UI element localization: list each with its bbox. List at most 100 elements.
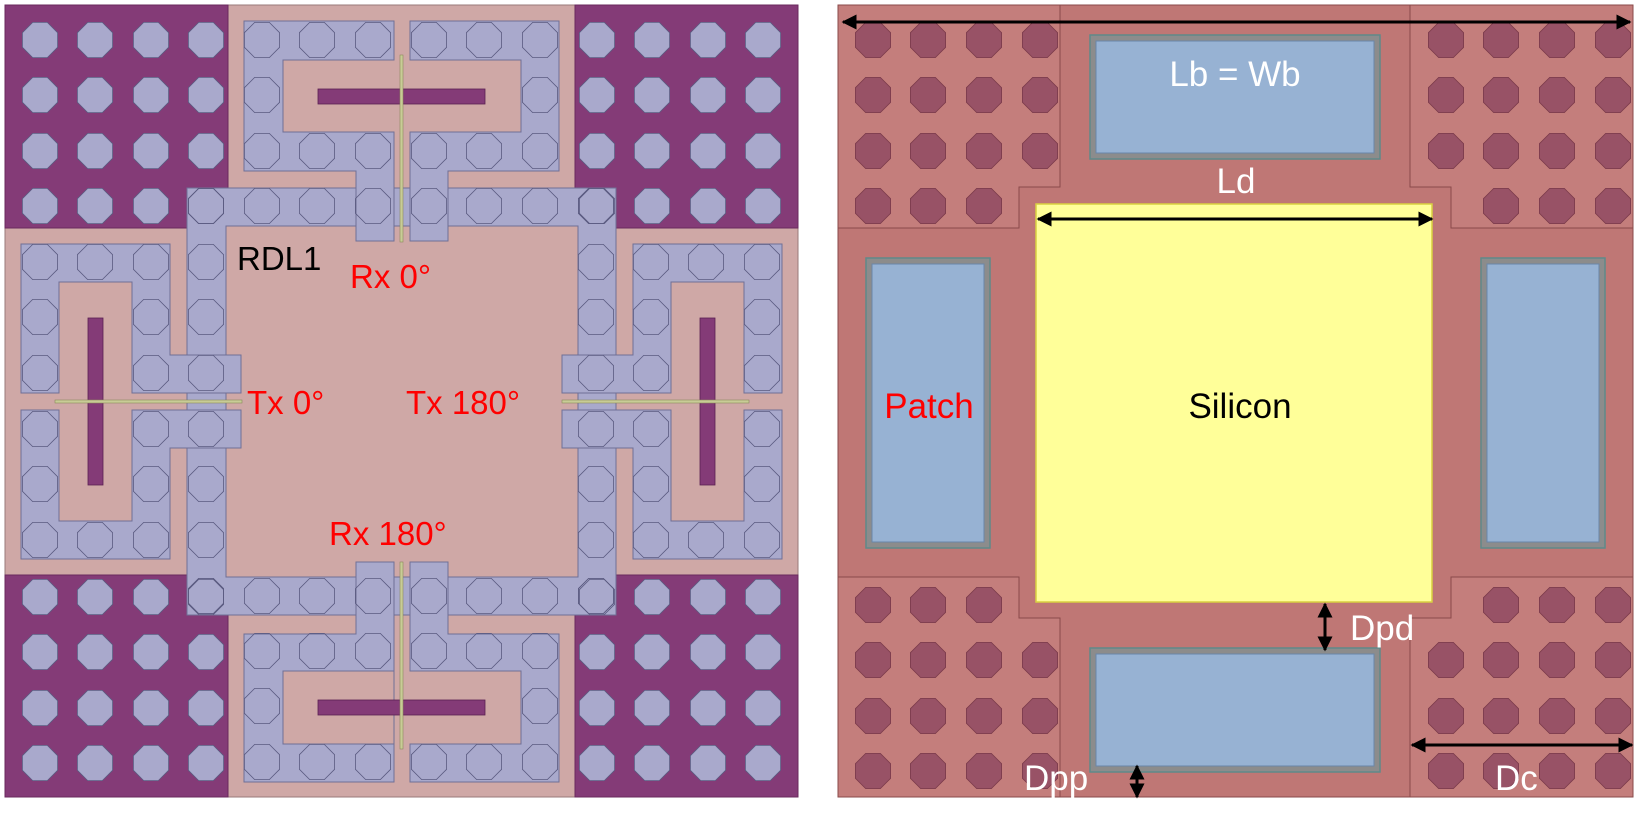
via: [745, 690, 781, 726]
corner-via: [910, 753, 946, 789]
via: [132, 187, 170, 225]
via: [744, 410, 780, 448]
via: [243, 187, 281, 225]
via: [465, 578, 503, 614]
via: [633, 243, 669, 281]
corner-via: [910, 642, 946, 678]
corner-via: [966, 698, 1002, 734]
corner-via: [966, 753, 1002, 789]
via: [745, 187, 781, 225]
patch-right: [1480, 257, 1606, 549]
via: [187, 187, 225, 225]
via: [745, 745, 781, 781]
corner-via: [966, 642, 1002, 678]
corner-via: [1595, 753, 1631, 789]
feed-lines: [54, 54, 750, 750]
corner-region-top-left: [837, 4, 1061, 229]
via: [132, 690, 170, 726]
corner-via: [966, 132, 1002, 170]
via: [132, 634, 170, 670]
corner-via: [966, 187, 1002, 225]
via: [465, 21, 503, 58]
via: [634, 187, 670, 225]
via: [77, 21, 113, 58]
via: [77, 579, 113, 615]
label-patch: Patch: [884, 387, 974, 426]
corner-via: [1539, 132, 1575, 170]
via: [634, 634, 670, 670]
via: [578, 298, 614, 336]
via: [132, 243, 170, 281]
via: [744, 354, 780, 392]
via: [578, 243, 614, 281]
feed-line-rx180: [399, 561, 404, 750]
via: [243, 77, 281, 113]
corner-via-regions: [837, 4, 1634, 798]
via: [465, 187, 503, 225]
corner-via: [1483, 132, 1519, 170]
corner-via: [1539, 698, 1575, 734]
via: [633, 410, 669, 448]
corner-via: [1483, 587, 1519, 623]
via: [354, 633, 392, 669]
via: [578, 465, 614, 503]
corner-via: [1539, 587, 1575, 623]
via: [187, 465, 225, 503]
corner-via: [855, 132, 891, 170]
corner-via: [910, 587, 946, 623]
corner-via: [855, 753, 891, 789]
via: [187, 77, 225, 113]
via: [522, 187, 558, 225]
corner-via: [1483, 642, 1519, 678]
via: [690, 634, 726, 670]
via: [187, 410, 225, 448]
via: [690, 745, 726, 781]
antenna-ring-bottom-left-half: [243, 561, 395, 783]
corner-via: [1022, 753, 1058, 789]
port-label-rx180: Rx 180°: [329, 515, 447, 552]
via: [77, 77, 113, 113]
corner-via: [1022, 21, 1058, 58]
via: [77, 243, 113, 281]
via-ring-structures: [20, 20, 783, 783]
via: [21, 243, 58, 281]
antenna-ring-top-right-half: [409, 20, 560, 242]
antenna-ring-right-top-half: [561, 243, 783, 394]
corner-via: [1539, 753, 1575, 789]
label-silicon: Silicon: [1188, 387, 1291, 426]
corner-via: [1428, 698, 1464, 734]
via: [354, 744, 392, 780]
via: [243, 578, 281, 614]
via: [522, 77, 558, 113]
via: [579, 77, 615, 113]
via: [579, 690, 615, 726]
corner-via: [1022, 642, 1058, 678]
via: [243, 633, 281, 669]
via: [579, 21, 615, 58]
antenna-ring-right-bottom-half: [561, 409, 783, 560]
via: [187, 745, 225, 781]
via: [77, 745, 113, 781]
label-lb-wb: Lb = Wb: [1169, 55, 1300, 94]
via: [132, 21, 170, 58]
via: [633, 522, 669, 558]
corner-via: [1595, 587, 1631, 623]
corner-via: [855, 642, 891, 678]
corner-via: [1539, 187, 1575, 225]
corner-via: [1022, 77, 1058, 113]
via: [187, 690, 225, 726]
layer-label-rdl1: RDL1: [237, 240, 321, 277]
antenna-ring-bottom-right-half: [409, 561, 560, 783]
via: [522, 744, 558, 780]
label-dpp: Dpp: [1024, 759, 1088, 798]
via: [132, 465, 170, 503]
via: [690, 77, 726, 113]
via: [298, 633, 336, 669]
via: [578, 522, 614, 558]
via: [688, 522, 724, 558]
patch-top: [1089, 34, 1381, 160]
via: [745, 579, 781, 615]
corner-via: [966, 77, 1002, 113]
feed-line-tx180: [561, 399, 750, 404]
via: [633, 465, 669, 503]
